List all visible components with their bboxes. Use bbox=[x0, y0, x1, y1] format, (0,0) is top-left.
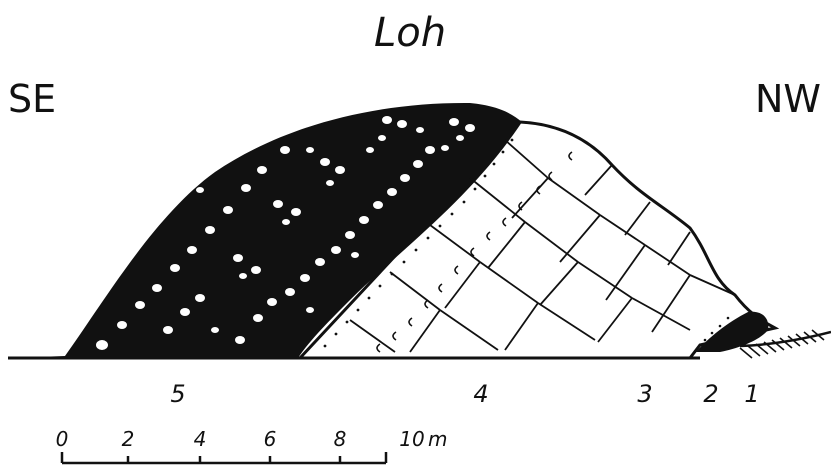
layer-label-4: 4 bbox=[473, 380, 488, 408]
orientation-se-label: SE bbox=[8, 77, 56, 121]
orientation-nw-label: NW bbox=[755, 77, 821, 121]
ground-surface-nw bbox=[739, 330, 831, 348]
bedding-lines bbox=[349, 139, 736, 353]
layer-label-3: 3 bbox=[637, 380, 652, 408]
layer-1-dark bbox=[696, 311, 769, 352]
scale-tick-2: 2 bbox=[122, 427, 135, 451]
contact-stipple bbox=[323, 138, 514, 348]
gravel-pebbles bbox=[96, 116, 475, 350]
scale-tick-10: 10 bbox=[399, 427, 424, 451]
scale-tick-8: 8 bbox=[334, 427, 347, 451]
scale-tick-4: 4 bbox=[194, 427, 207, 451]
fossil-marks bbox=[376, 151, 573, 353]
layer-label-1: 1 bbox=[744, 380, 759, 408]
layer-5-gravel bbox=[8, 102, 522, 358]
scale-unit: m bbox=[428, 427, 447, 451]
layer-label-2: 2 bbox=[703, 380, 718, 408]
diagram-title: Loh bbox=[374, 10, 446, 56]
layer-label-5: 5 bbox=[170, 380, 185, 408]
scale-tick-6: 6 bbox=[264, 427, 277, 451]
scale-tick-0: 0 bbox=[56, 427, 69, 451]
scale-bar: 0 2 4 6 8 10 m bbox=[56, 427, 447, 465]
